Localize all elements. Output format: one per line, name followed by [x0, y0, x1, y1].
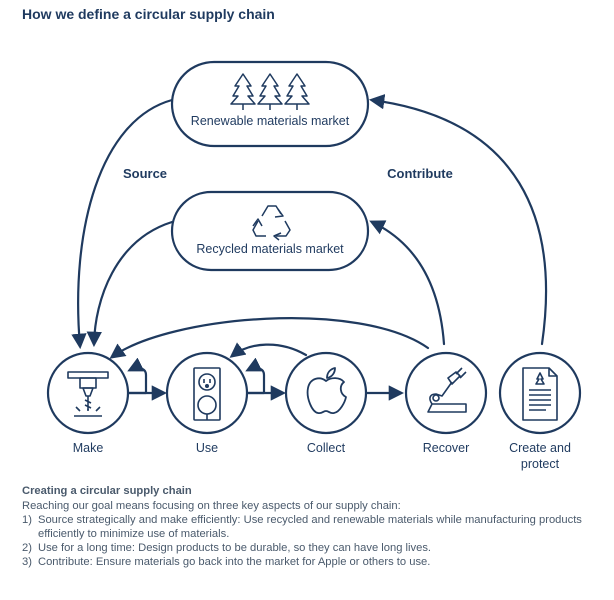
stage-create-label-line1: Create and: [509, 441, 571, 455]
recycle-icon: [252, 205, 291, 241]
arrow-recover-to-recycled: [369, 220, 446, 346]
renewable-market-label: Renewable materials market: [191, 114, 350, 128]
loop-use: [245, 357, 266, 395]
item-text: Use for a long time: Design products to …: [38, 542, 432, 554]
stage-collect-circle: [284, 351, 368, 435]
recycled-market-label: Recycled materials market: [196, 242, 344, 256]
item-text: Contribute: Ensure materials go back int…: [38, 556, 431, 568]
item-number: 3): [22, 556, 32, 568]
apple-logo-icon: [306, 367, 347, 415]
renewable-market-pill: [170, 60, 370, 148]
description-item: 2) Use for a long time: Design products …: [22, 541, 608, 555]
stage-create-label-line2: protect: [521, 457, 560, 471]
arrow-recycled-to-make: [86, 220, 174, 348]
description-heading: Creating a circular supply chain: [22, 485, 192, 497]
stage-recover-label: Recover: [423, 441, 470, 455]
recycled-market-pill: [170, 190, 370, 272]
description-block: Creating a circular supply chain Reachin…: [22, 484, 608, 569]
trees-icon: [230, 73, 310, 110]
item-number: 2): [22, 542, 32, 554]
stage-create-circle: [498, 351, 582, 435]
item-text: Source strategically and make efficientl…: [38, 514, 582, 540]
document-icon: [522, 367, 558, 421]
arrow-create-to-renewable: [368, 94, 548, 346]
stage-recover-circle: [404, 351, 488, 435]
item-number: 1): [22, 514, 32, 526]
description-item: 3) Contribute: Ensure materials go back …: [22, 555, 608, 569]
outlet-icon: [193, 367, 221, 421]
page-title: How we define a circular supply chain: [22, 6, 275, 22]
stage-collect-label: Collect: [307, 441, 346, 455]
loop-make: [127, 357, 148, 395]
arrow-collect-to-use: [229, 342, 308, 358]
drill-icon: [67, 371, 109, 417]
source-label: Source: [123, 166, 167, 181]
stage-make-circle: [46, 351, 130, 435]
stage-use-circle: [165, 351, 249, 435]
arrow-renewable-to-make: [71, 98, 174, 350]
stage-use-label: Use: [196, 441, 218, 455]
recover-arm-icon: [427, 367, 467, 413]
description-intro: Reaching our goal means focusing on thre…: [22, 500, 401, 512]
contribute-label: Contribute: [387, 166, 453, 181]
description-item: 1) Source strategically and make efficie…: [22, 513, 608, 541]
stage-make-label: Make: [73, 441, 104, 455]
arrow-recover-to-make: [109, 317, 430, 359]
